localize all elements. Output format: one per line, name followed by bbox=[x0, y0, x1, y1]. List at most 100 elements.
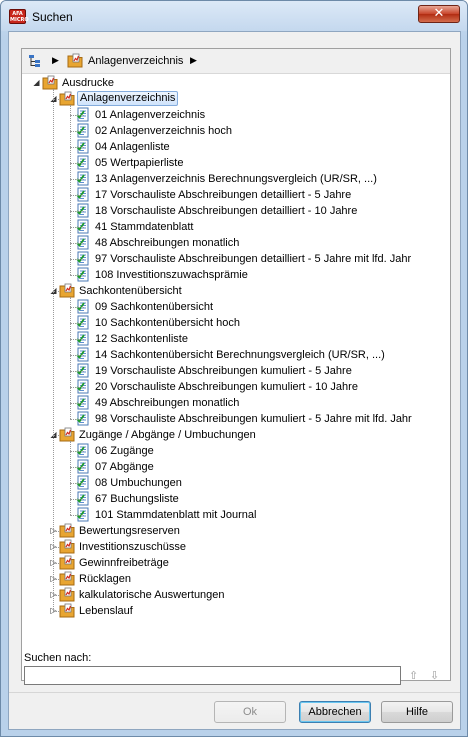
tree-report-item[interactable]: 13 Anlagenverzeichnis Berechnungsverglei… bbox=[22, 171, 442, 187]
tree-node-label: 20 Vorschauliste Abschreibungen kumulier… bbox=[95, 381, 358, 393]
tree-connector-line bbox=[70, 403, 84, 404]
breadcrumb-current[interactable]: Anlagenverzeichnis bbox=[88, 55, 184, 67]
tree-node-label: Rücklagen bbox=[79, 573, 131, 585]
tree-node-label: Sachkontenübersicht bbox=[79, 285, 182, 297]
tree-connector-line bbox=[70, 387, 84, 388]
folder-report-icon bbox=[59, 603, 75, 618]
ok-button[interactable]: Ok bbox=[214, 701, 286, 723]
tree-connector-line bbox=[70, 115, 84, 116]
tree-node-label: 10 Sachkontenübersicht hoch bbox=[95, 317, 240, 329]
tree-connector-line bbox=[70, 307, 84, 308]
tree-connector-line bbox=[70, 297, 71, 419]
tree-connector-line bbox=[70, 147, 84, 148]
tree-report-item[interactable]: 04 Anlagenliste bbox=[22, 139, 442, 155]
tree-report-item[interactable]: 07 Abgänge bbox=[22, 459, 442, 475]
folder-report-icon bbox=[59, 571, 75, 586]
collapse-arrow-icon[interactable]: ◢ bbox=[33, 78, 40, 87]
tree-connector-line bbox=[53, 611, 59, 612]
tree-report-item[interactable]: 12 Sachkontenliste bbox=[22, 331, 442, 347]
close-button[interactable]: ✕ bbox=[418, 5, 460, 23]
tree-folder-node[interactable]: ▷Rücklagen bbox=[22, 571, 442, 587]
tree-node-label: 97 Vorschauliste Abschreibungen detailli… bbox=[95, 253, 412, 265]
tree-report-item[interactable]: 19 Vorschauliste Abschreibungen kumulier… bbox=[22, 363, 442, 379]
tree-connector-line bbox=[70, 451, 84, 452]
breadcrumb-arrow-icon[interactable]: ▶ bbox=[52, 55, 59, 65]
tree-report-item[interactable]: 98 Vorschauliste Abschreibungen kumulier… bbox=[22, 411, 442, 427]
folder-report-icon bbox=[59, 555, 75, 570]
tree-connector-line bbox=[70, 131, 84, 132]
tree-report-item[interactable]: 05 Wertpapierliste bbox=[22, 155, 442, 171]
tree-report-item[interactable]: 108 Investitionszuwachsprämie bbox=[22, 267, 442, 283]
help-button[interactable]: Hilfe bbox=[381, 701, 453, 723]
tree-report-item[interactable]: 41 Stammdatenblatt bbox=[22, 219, 442, 235]
tree-connector-line bbox=[70, 355, 84, 356]
app-icon: AFA MICRO bbox=[9, 9, 29, 24]
tree-report-item[interactable]: 49 Abschreibungen monatlich bbox=[22, 395, 442, 411]
tree-node-label: 14 Sachkontenübersicht Berechnungsvergle… bbox=[95, 349, 385, 361]
tree-node-label: 19 Vorschauliste Abschreibungen kumulier… bbox=[95, 365, 352, 377]
tree-folder-node[interactable]: ◢Sachkontenübersicht bbox=[22, 283, 442, 299]
tree-folder-node[interactable]: ▷kalkulatorische Auswertungen bbox=[22, 587, 442, 603]
tree-report-item[interactable]: 18 Vorschauliste Abschreibungen detailli… bbox=[22, 203, 442, 219]
tree-connector-line bbox=[70, 419, 84, 420]
report-document-icon bbox=[76, 507, 89, 522]
folder-report-icon bbox=[59, 91, 75, 106]
tree-report-item[interactable]: 101 Stammdatenblatt mit Journal bbox=[22, 507, 442, 523]
tree-node-label: 108 Investitionszuwachsprämie bbox=[95, 269, 248, 281]
tree-connector-line bbox=[53, 291, 59, 292]
breadcrumb-next-arrow-icon[interactable]: ▶ bbox=[190, 55, 197, 65]
tree-report-item[interactable]: 14 Sachkontenübersicht Berechnungsvergle… bbox=[22, 347, 442, 363]
tree-report-item[interactable]: 10 Sachkontenübersicht hoch bbox=[22, 315, 442, 331]
search-input[interactable] bbox=[24, 666, 401, 685]
tree-node-label: 67 Buchungsliste bbox=[95, 493, 179, 505]
cancel-button[interactable]: Abbrechen bbox=[299, 701, 371, 723]
tree-connector-line bbox=[53, 563, 59, 564]
search-previous-icon[interactable]: ⇧ bbox=[409, 670, 419, 682]
tree-report-item[interactable]: 48 Abschreibungen monatlich bbox=[22, 235, 442, 251]
tree-node-label: 41 Stammdatenblatt bbox=[95, 221, 194, 233]
tree-folder-node[interactable]: ▷Investitionszuschüsse bbox=[22, 539, 442, 555]
tree-connector-line bbox=[70, 163, 84, 164]
tree-node-label: 05 Wertpapierliste bbox=[95, 157, 184, 169]
tree-report-item[interactable]: 97 Vorschauliste Abschreibungen detailli… bbox=[22, 251, 442, 267]
tree-connector-line bbox=[53, 99, 59, 100]
tree-report-item[interactable]: 01 Anlagenverzeichnis bbox=[22, 107, 442, 123]
tree-report-item[interactable]: 02 Anlagenverzeichnis hoch bbox=[22, 123, 442, 139]
tree-node-label: 07 Abgänge bbox=[95, 461, 154, 473]
tree-connector-line bbox=[70, 243, 84, 244]
report-document-icon bbox=[76, 475, 89, 490]
tree-report-item[interactable]: 20 Vorschauliste Abschreibungen kumulier… bbox=[22, 379, 442, 395]
tree-report-item[interactable]: 06 Zugänge bbox=[22, 443, 442, 459]
tree-connector-line bbox=[70, 339, 84, 340]
tree-connector-line bbox=[70, 195, 84, 196]
tree-node-label: Gewinnfreibeträge bbox=[79, 557, 169, 569]
tree-report-item[interactable]: 08 Umbuchungen bbox=[22, 475, 442, 491]
tree-node-label: Ausdrucke bbox=[62, 77, 114, 89]
folder-report-icon bbox=[59, 523, 75, 538]
tree-report-item[interactable]: 67 Buchungsliste bbox=[22, 491, 442, 507]
tree-folder-node[interactable]: ◢Anlagenverzeichnis bbox=[22, 91, 442, 107]
tree-folder-node[interactable]: ▷Lebenslauf bbox=[22, 603, 442, 619]
tree-connector-line bbox=[53, 547, 59, 548]
tree-folder-node[interactable]: ▷Bewertungsreserven bbox=[22, 523, 442, 539]
tree-report-item[interactable]: 09 Sachkontenübersicht bbox=[22, 299, 442, 315]
tree-folder-node[interactable]: ▷Gewinnfreibeträge bbox=[22, 555, 442, 571]
tree-node-label: Investitionszuschüsse bbox=[79, 541, 186, 553]
tree-node-label: 49 Abschreibungen monatlich bbox=[95, 397, 240, 409]
tree-node-label: Lebenslauf bbox=[79, 605, 133, 617]
tree-connector-line bbox=[53, 579, 59, 580]
tree-folder-node[interactable]: ◢Zugänge / Abgänge / Umbuchungen bbox=[22, 427, 442, 443]
tree-report-item[interactable]: 17 Vorschauliste Abschreibungen detailli… bbox=[22, 187, 442, 203]
tree-connector-line bbox=[70, 259, 84, 260]
tree-node-label: 48 Abschreibungen monatlich bbox=[95, 237, 240, 249]
tree-connector-line bbox=[70, 227, 84, 228]
tree-connector-line bbox=[70, 275, 84, 276]
title-bar[interactable]: AFA MICRO Suchen ✕ bbox=[1, 1, 467, 31]
tree-node-label: 18 Vorschauliste Abschreibungen detailli… bbox=[95, 205, 358, 217]
folder-report-icon bbox=[59, 427, 75, 442]
window-title: Suchen bbox=[32, 10, 73, 24]
search-next-icon[interactable]: ⇩ bbox=[430, 670, 440, 682]
tree-view-icon[interactable] bbox=[28, 54, 42, 68]
tree-connector-line bbox=[70, 211, 84, 212]
tree-folder-node[interactable]: ◢ Ausdrucke bbox=[22, 75, 442, 91]
